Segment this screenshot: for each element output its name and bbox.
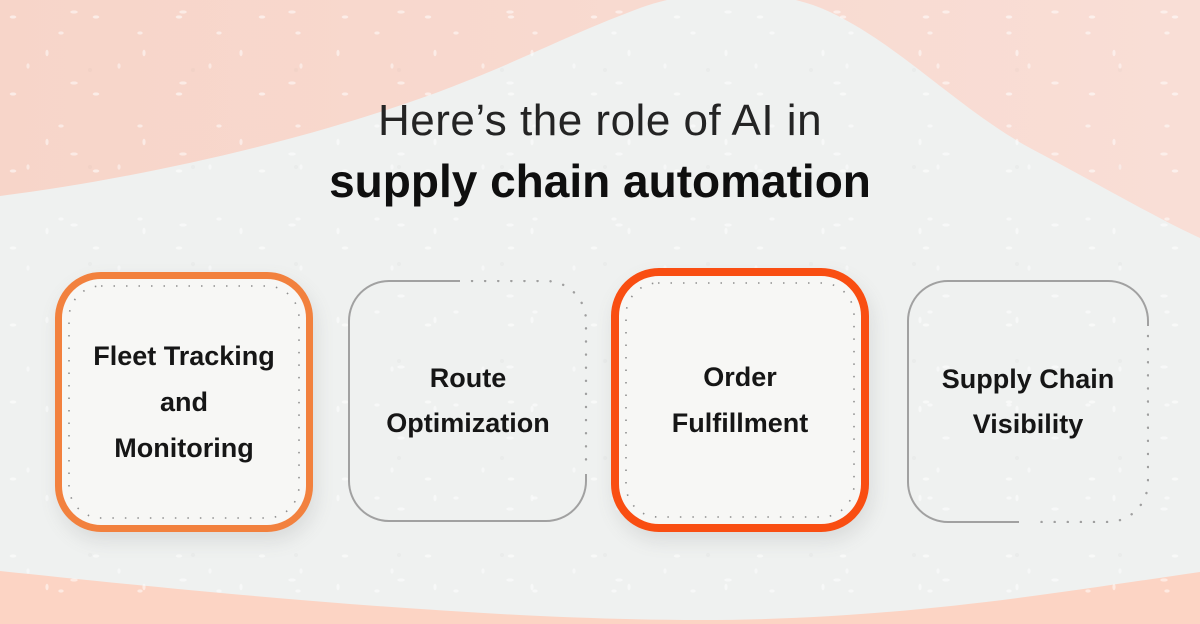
title-line-bold: supply chain automation xyxy=(329,154,871,207)
card-label-line: Fleet Tracking xyxy=(93,341,275,371)
card-label: Supply Chain Visibility xyxy=(942,357,1115,447)
card-route-optimization: Route Optimization xyxy=(348,280,588,522)
card-label-line: Supply Chain xyxy=(941,363,1115,394)
card-label-line: Fulfillment xyxy=(671,408,809,438)
card-label-line: and xyxy=(159,387,208,417)
bottom-wave xyxy=(0,571,1200,624)
card-label: Route Optimization xyxy=(386,356,550,446)
title-line-regular: Here’s the role of AI in xyxy=(377,96,823,145)
card-label-line: Optimization xyxy=(386,408,550,438)
card-label-line: Monitoring xyxy=(114,433,254,463)
card-label-line: Visibility xyxy=(972,408,1084,439)
card-fleet-tracking-and-monitoring: Fleet Tracking and Monitoring xyxy=(55,272,313,532)
card-supply-chain-visibility: Supply Chain Visibility xyxy=(907,280,1149,523)
card-label: Fleet Tracking and Monitoring xyxy=(93,333,275,471)
card-label-line: Route xyxy=(429,363,507,393)
card-order-fulfillment: Order Fulfillment xyxy=(611,268,869,532)
card-label: Order Fulfillment xyxy=(672,354,809,446)
card-label-line: Order xyxy=(703,362,777,392)
page-title: Here’s the role of AI in supply chain au… xyxy=(0,96,1200,207)
